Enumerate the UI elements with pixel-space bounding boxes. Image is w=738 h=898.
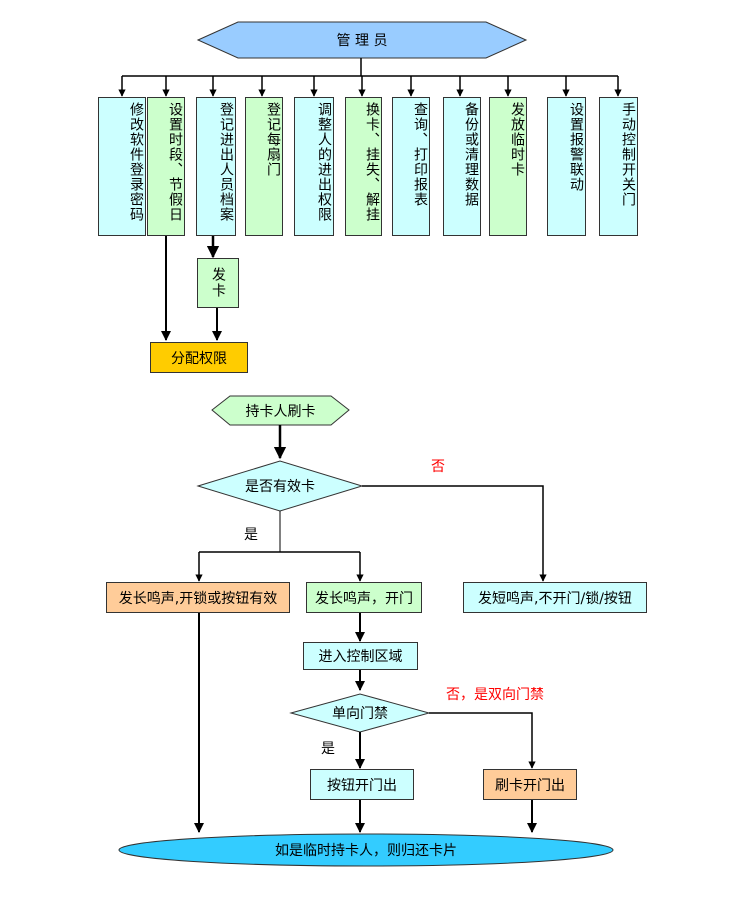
function-box-set-alarm-link: 设置报警联动 — [547, 97, 586, 236]
issue-card-box: 发卡 — [197, 258, 239, 308]
function-box-set-time-holiday: 设置时段、节假日 — [147, 97, 185, 236]
long-beep-button-box: 发长鸣声,开锁或按钮有效 — [106, 582, 290, 613]
assign-rights-box: 分配权限 — [150, 342, 248, 373]
swipe-label: 持卡人刷卡 — [245, 403, 316, 420]
function-box-issue-temp-card: 发放临时卡 — [489, 97, 527, 236]
admin-label: 管 理 员 — [336, 33, 388, 49]
yes-label-2: 是 — [321, 741, 335, 757]
function-box-query-print-reports: 查询、打印报表 — [392, 97, 430, 236]
admin-hexagon — [196, 21, 528, 59]
card-exit-box: 刷卡开门出 — [483, 769, 577, 800]
valid-card-label: 是否有效卡 — [245, 479, 315, 495]
function-box-adjust-access-rights: 调整人的进出权限 — [294, 97, 334, 236]
function-box-replace-report-unlock: 换卡、挂失、解挂 — [345, 97, 382, 236]
function-box-backup-clean-data: 备份或清理数据 — [443, 97, 481, 236]
function-box-manual-door-control: 手动控制开关门 — [599, 97, 638, 236]
function-box-register-each-door: 登记每扇门 — [245, 97, 283, 236]
function-box-modify-login-password: 修改软件登录密码 — [98, 97, 146, 236]
button-exit-box: 按钮开门出 — [310, 769, 414, 800]
short-beep-box: 发短鸣声,不开门/锁/按钮 — [463, 582, 647, 613]
long-beep-open-box: 发长鸣声，开门 — [306, 582, 422, 613]
no-label: 否 — [431, 459, 445, 475]
yes-label: 是 — [244, 527, 258, 543]
admin-branch-arrows — [118, 76, 622, 97]
no-two-way-label: 否，是双向门禁 — [446, 687, 544, 703]
return-card-oval — [118, 833, 614, 867]
return-card-label: 如是临时持卡人，则归还卡片 — [275, 843, 457, 859]
swipe-hexagon — [211, 395, 350, 426]
one-way-label: 单向门禁 — [332, 706, 388, 722]
enter-zone-box: 进入控制区域 — [303, 642, 418, 670]
function-box-register-person-files: 登记进出人员档案 — [196, 97, 236, 236]
